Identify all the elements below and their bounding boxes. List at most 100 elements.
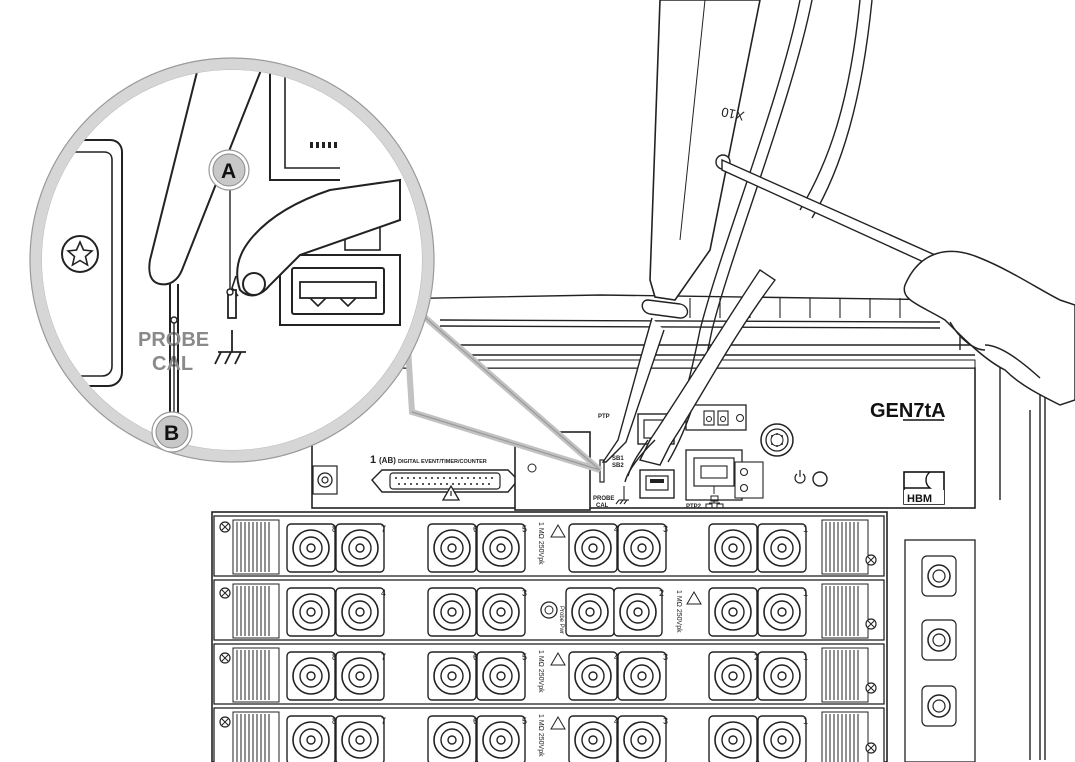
channel-number: 8 (332, 652, 337, 662)
digital-port-connector[interactable] (371, 469, 519, 493)
channel-number: 7 (381, 524, 386, 534)
channel-number: 5 (522, 652, 527, 662)
panel-screw-icon (312, 465, 338, 495)
bnc-connector-icon[interactable] (286, 651, 336, 701)
bnc-connector-icon[interactable] (335, 523, 385, 573)
bnc-connector-icon[interactable] (427, 715, 477, 762)
card-rating: 1 MΩ 250Vpk (537, 714, 544, 757)
usb-port[interactable] (639, 469, 675, 499)
probe-cal-terminal[interactable] (599, 459, 605, 483)
hbm-logo-text: HBM (907, 493, 932, 505)
bnc-connector-icon[interactable] (617, 715, 667, 762)
input-card-3: 8 7 6 5 4 3 2 1 1 MΩ 250Vpk (213, 643, 885, 705)
input-card-2: 4 3 2 1 Probe Pwr 1 MΩ 250Vpk (213, 579, 885, 641)
bnc-connector-icon[interactable] (708, 651, 758, 701)
bnc-connector-icon[interactable] (568, 523, 618, 573)
bnc-connector-icon[interactable] (568, 651, 618, 701)
channel-number: 7 (381, 716, 386, 726)
bnc-connector-icon[interactable] (335, 651, 385, 701)
card-rack: 8 7 6 5 4 3 1 1 MΩ 250Vpk 4 3 (211, 511, 976, 762)
bnc-connector-icon[interactable] (708, 523, 758, 573)
bnc-connector-icon[interactable] (427, 587, 477, 637)
channel-number: 6 (473, 716, 478, 726)
bnc-connector-icon[interactable] (568, 715, 618, 762)
sb1-label: SB1 (612, 456, 624, 462)
channel-number: 2 (659, 588, 664, 598)
channel-number: 1 (803, 588, 808, 598)
side-bnc-connector[interactable] (921, 555, 957, 597)
probe-attenuation-label: X10 (720, 104, 746, 123)
channel-number: 4 (381, 588, 386, 598)
zoom-cal-label: CAL (152, 353, 193, 375)
ptp2-label: PTP2 (686, 504, 702, 510)
bnc-connector-icon[interactable] (286, 523, 336, 573)
bnc-connector-icon[interactable] (613, 587, 663, 637)
sync-terminal[interactable] (685, 404, 747, 431)
bnc-connector-icon[interactable] (757, 715, 807, 762)
bnc-connector-icon[interactable] (427, 523, 477, 573)
warning-icon (550, 716, 566, 730)
bnc-connector-icon[interactable] (617, 523, 667, 573)
bnc-connector-icon[interactable] (286, 587, 336, 637)
side-bnc-connector[interactable] (921, 685, 957, 727)
brand-label: GEN7tA (870, 400, 946, 422)
card-rating: 1 MΩ 250Vpk (675, 590, 682, 633)
star-screw-icon (61, 235, 99, 273)
side-bnc-connector[interactable] (921, 619, 957, 661)
cover-screw-icon (527, 463, 537, 473)
channel-number: 3 (522, 588, 527, 598)
card-rating: 1 MΩ 250Vpk (537, 650, 544, 693)
ethernet-port-ptp2[interactable] (685, 449, 743, 501)
warning-icon (550, 524, 566, 538)
ground-terminal-icon[interactable] (615, 486, 629, 505)
channel-number: 5 (522, 524, 527, 534)
bnc-connector-icon[interactable] (476, 587, 526, 637)
bnc-connector-icon[interactable] (757, 523, 807, 573)
side-connector-panel (904, 539, 976, 762)
channel-number: 1 (803, 652, 808, 662)
hand (903, 250, 1075, 406)
warning-icon (550, 652, 566, 666)
network-icon (705, 495, 724, 509)
callout-b-label: B (164, 422, 179, 445)
bnc-connector-icon[interactable] (476, 715, 526, 762)
bnc-connector-icon[interactable] (708, 715, 758, 762)
round-connector[interactable] (760, 423, 794, 457)
probe-power-label: Probe Pwr (558, 606, 564, 634)
input-card-4: 8 7 6 5 4 3 1 1 MΩ 250Vpk (213, 707, 885, 762)
bnc-connector-icon[interactable] (708, 587, 758, 637)
channel-number: 5 (522, 716, 527, 726)
probe-cal-label-2: CAL (596, 503, 609, 509)
channel-number: 3 (663, 652, 668, 662)
digital-port-label: DIGITAL EVENT/TIMER/COUNTER (398, 459, 487, 465)
bnc-connector-icon[interactable] (427, 651, 477, 701)
zoom-ground-icon (214, 330, 246, 365)
bnc-connector-icon[interactable] (476, 523, 526, 573)
zoom-usb-port (279, 254, 401, 326)
ground-clip[interactable] (624, 158, 987, 483)
digital-port-number: 1 (370, 454, 376, 466)
callout-a-marker: A (208, 149, 250, 191)
bnc-connector-icon[interactable] (757, 587, 807, 637)
bnc-connector-icon[interactable] (617, 651, 667, 701)
channel-number: 4 (614, 652, 619, 662)
bnc-connector-icon[interactable] (286, 715, 336, 762)
power-icon (794, 470, 806, 484)
bnc-connector-icon[interactable] (565, 587, 615, 637)
bnc-connector-icon[interactable] (335, 715, 385, 762)
probe-power-connector[interactable] (540, 601, 558, 619)
bnc-connector-icon[interactable] (335, 587, 385, 637)
probe-cal-label-1: PROBE (593, 496, 614, 502)
bnc-connector-icon[interactable] (476, 651, 526, 701)
status-led-group (734, 461, 764, 499)
channel-number: 7 (381, 652, 386, 662)
card-rating: 1 MΩ 250Vpk (537, 522, 544, 565)
power-button[interactable] (812, 471, 828, 487)
hbm-logo (903, 471, 945, 505)
bnc-connector-icon[interactable] (757, 651, 807, 701)
warning-icon (686, 591, 702, 605)
channel-number: 8 (332, 716, 337, 726)
callout-a-label: A (221, 160, 236, 183)
sb2-label: SB2 (612, 463, 624, 469)
